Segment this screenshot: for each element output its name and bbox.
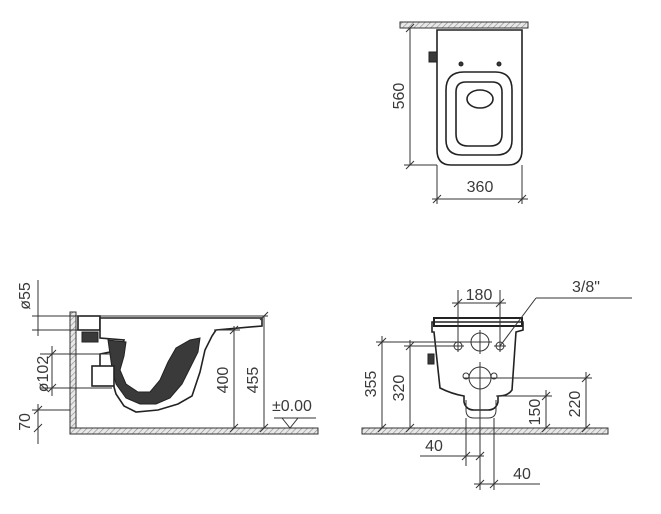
front-tab-left	[427, 353, 435, 365]
top-tank-tab	[428, 51, 438, 63]
dim-total-height: 455	[245, 367, 262, 394]
front-inlet-center	[468, 330, 492, 354]
front-view: 180 3/8" 355 320 220 150	[361, 279, 632, 490]
side-pipe	[77, 315, 101, 331]
top-flush-hole	[466, 89, 494, 109]
side-view: ø55 ø102 70 400 455 ±0.00	[17, 280, 319, 444]
dim-outlet-diameter: ø102	[35, 356, 52, 393]
top-bolt-left	[458, 61, 464, 67]
dim-height-150: 150	[527, 399, 544, 426]
dim-floor-offset: 70	[17, 413, 34, 431]
top-wall	[399, 21, 529, 29]
dim-offset-right: 40	[513, 466, 531, 483]
dim-thread: 3/8"	[572, 279, 600, 296]
front-bowl-body	[431, 321, 524, 411]
top-bolt-right	[496, 61, 502, 67]
side-outlet-pipe	[91, 365, 115, 387]
front-outlet-spigot	[465, 400, 497, 419]
dim-pipe-diameter: ø55	[17, 282, 34, 310]
dim-height-320: 320	[391, 375, 408, 402]
front-floor	[361, 427, 609, 435]
front-seat	[433, 317, 523, 327]
side-inlet	[81, 331, 99, 343]
side-trap-channel	[107, 337, 201, 405]
dim-offset-left: 40	[425, 438, 443, 455]
dim-floor-level: ±0.00	[272, 398, 312, 415]
dim-top-width: 360	[467, 179, 494, 196]
floor-level-marker	[280, 417, 300, 429]
dim-rim-height: 400	[215, 367, 232, 394]
thread-leader	[499, 297, 537, 347]
dim-bolt-spacing: 180	[466, 287, 493, 304]
dim-height-220: 220	[567, 391, 584, 418]
dim-height-355: 355	[363, 371, 380, 398]
side-floor	[69, 427, 319, 435]
top-view: 560 360	[391, 21, 529, 204]
dim-top-depth: 560	[391, 83, 408, 110]
